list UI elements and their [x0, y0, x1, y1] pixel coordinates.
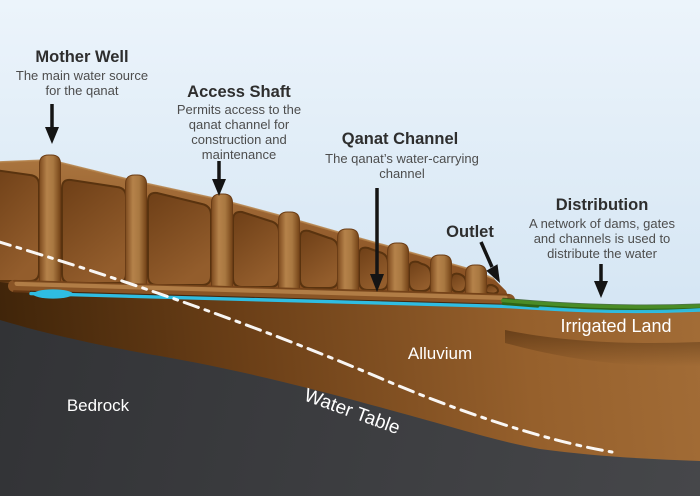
distribution-arrowhead	[594, 281, 608, 298]
bedrock-layer	[0, 320, 700, 496]
distribution-desc-line: A network of dams, gates	[529, 216, 675, 231]
water-line-front	[538, 306, 700, 314]
access-shaft-title: Access Shaft	[187, 83, 291, 101]
distribution-desc-line: distribute the water	[547, 246, 658, 261]
irrigated-land-label: Irrigated Land	[560, 316, 671, 336]
soil-panel	[299, 229, 339, 289]
mother-well-title: Mother Well	[35, 48, 128, 66]
distribution-title: Distribution	[556, 196, 649, 214]
soil-panel	[232, 210, 280, 288]
callout-arrows	[45, 104, 608, 298]
soil-panel	[0, 169, 40, 282]
access-shaft	[337, 228, 359, 298]
soil-panel	[358, 246, 389, 291]
access-shaft-desc-line: maintenance	[202, 147, 276, 162]
soil-panel	[485, 283, 499, 295]
surface-highlight	[0, 159, 495, 280]
access-shaft-desc-line: Permits access to the	[177, 102, 301, 117]
irrigated-soil-shadow	[505, 330, 700, 367]
access-shaft	[430, 254, 452, 301]
access-shafts	[39, 154, 487, 302]
distribution-desc-line: and channels is used to	[534, 231, 671, 246]
outlet-arrowhead	[486, 264, 500, 283]
soil-panel	[408, 260, 432, 292]
outlet-title: Outlet	[446, 223, 494, 241]
qanat-channel-desc-line: The qanat’s water-carrying	[325, 151, 479, 166]
access-shaft	[278, 211, 300, 297]
mother-well-desc-line: for the qanat	[46, 83, 119, 98]
access-shaft-desc-line: qanat channel for	[189, 117, 290, 132]
mother-well-arrowhead	[45, 127, 59, 144]
access-shaft	[211, 193, 233, 295]
soil-panel	[450, 272, 467, 293]
qanat-channel-arrowhead	[370, 274, 384, 292]
access-shaft-arrowhead	[212, 179, 226, 196]
soil-panel	[61, 178, 127, 284]
access-shaft	[465, 264, 487, 302]
access-shaft	[125, 174, 147, 292]
bedrock-label: Bedrock	[67, 396, 130, 415]
qanat-channel-title: Qanat Channel	[342, 130, 458, 148]
water-shadow-line	[29, 290, 506, 306]
qanat-channel-desc-line: channel	[379, 166, 425, 181]
access-shaft	[387, 242, 409, 300]
alluvium-label: Alluvium	[408, 344, 472, 363]
mother-well-shaft	[39, 154, 61, 290]
mother-well-desc-line: The main water source	[16, 68, 148, 83]
access-shaft-desc-line: construction and	[191, 132, 286, 147]
water-table-line	[0, 240, 614, 454]
outlet-arrow	[479, 241, 494, 268]
soil-panel	[147, 191, 212, 286]
